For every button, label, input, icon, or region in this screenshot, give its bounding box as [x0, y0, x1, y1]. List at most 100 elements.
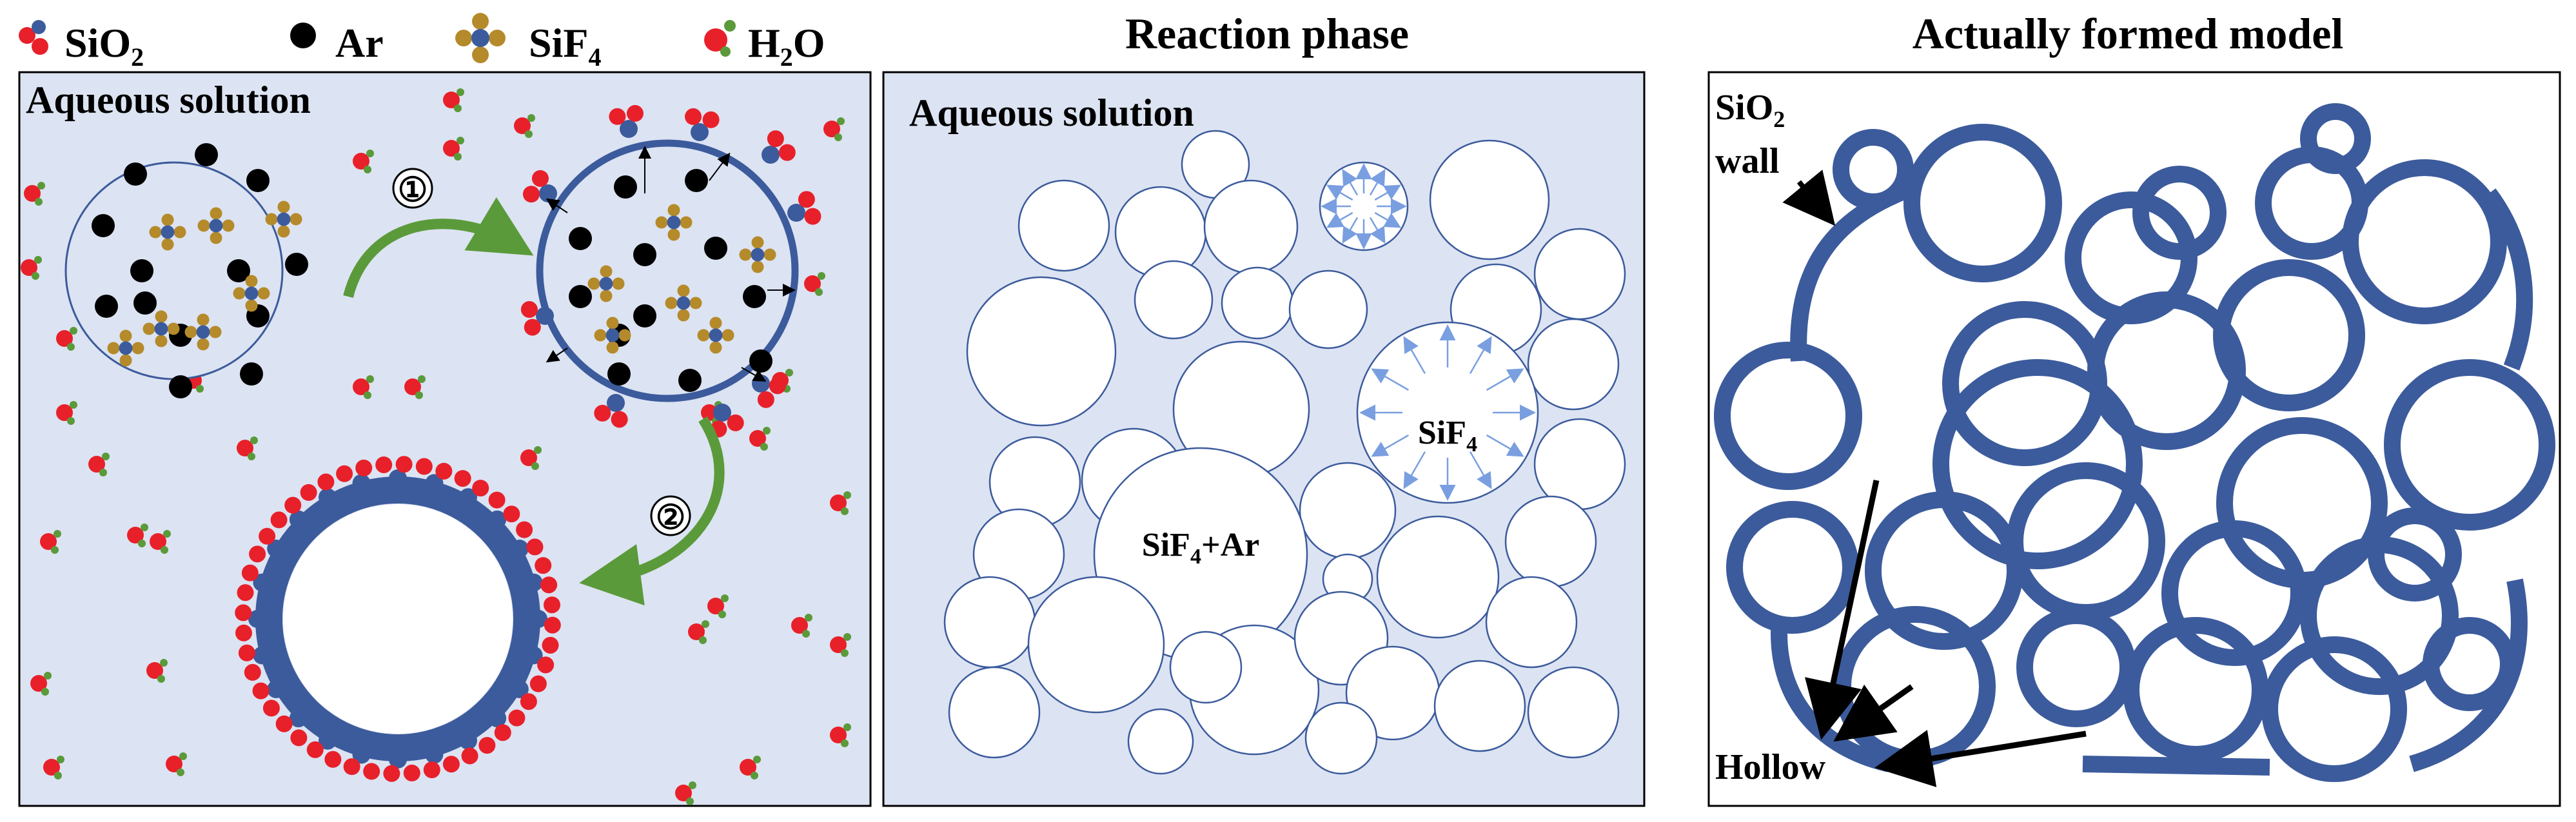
oxygen-dot	[494, 724, 511, 741]
step-arrow-2	[579, 416, 725, 606]
water-molecule	[127, 524, 148, 547]
gas-bubble	[1221, 266, 1294, 340]
oxygen-dot	[403, 765, 420, 782]
oxygen-dot	[270, 511, 288, 529]
sio2-stud	[248, 610, 266, 628]
oxygen-dot	[415, 458, 433, 475]
water-molecule	[166, 752, 187, 776]
water-molecule	[88, 453, 110, 476]
oxygen-dot	[235, 624, 252, 641]
ar-atom	[133, 291, 157, 315]
bubble-sif4-ar-label: SiF4+Ar	[1142, 527, 1259, 569]
step-1-label: ①	[398, 172, 428, 209]
pressure-arrow	[741, 367, 767, 382]
gas-bubble	[1533, 228, 1626, 320]
gas-bubble	[1433, 660, 1526, 752]
ar-atom	[633, 243, 656, 266]
oxygen-dot	[442, 756, 460, 773]
oxygen-dot	[488, 491, 506, 509]
legend: SiO2 Ar SiF4 H2O	[19, 13, 825, 72]
water-molecule	[514, 114, 535, 138]
oxygen-dot	[395, 456, 413, 473]
oxygen-dot	[324, 750, 342, 768]
sio2-molecule	[609, 104, 644, 138]
sif4-molecule	[143, 310, 180, 347]
gas-bubble	[1027, 576, 1165, 714]
gas-bubble-initial-contents	[92, 143, 308, 398]
sif4-molecule	[594, 317, 631, 354]
oxygen-dot	[317, 473, 335, 491]
water-molecules	[21, 88, 851, 805]
pressure-arrow	[709, 152, 731, 181]
water-molecule	[791, 614, 812, 638]
sio2-molecule	[685, 108, 720, 141]
expansion-arrow	[1374, 211, 1402, 228]
ar-atom	[614, 175, 637, 199]
sio2-molecule-icon	[19, 20, 48, 55]
silica-wall-cell	[1726, 501, 1859, 634]
oxygen-dot	[375, 456, 393, 473]
gas-bubble	[1319, 161, 1409, 251]
oxygen-dot	[275, 715, 293, 732]
water-molecule	[43, 756, 64, 779]
legend-sif4-label: SiF4	[529, 20, 601, 72]
silica-wall-cell	[2368, 507, 2462, 602]
ar-atom	[195, 143, 218, 166]
wall-label-line2: wall	[1715, 141, 1780, 181]
panel-reaction-label: Aqueous solution	[909, 92, 1194, 134]
sio2-stud	[389, 469, 407, 487]
sif4-molecule	[184, 313, 222, 351]
ar-atom	[169, 375, 192, 398]
water-molecule	[830, 491, 851, 515]
water-molecule	[30, 672, 52, 696]
ar-atom	[95, 295, 118, 318]
water-molecule	[740, 756, 761, 779]
gas-bubble	[1169, 631, 1243, 704]
water-molecule	[675, 781, 696, 805]
expansion-arrow	[1342, 168, 1359, 196]
expansion-arrow	[1403, 336, 1426, 375]
expansion-arrow	[1326, 184, 1353, 201]
water-molecule	[520, 446, 542, 470]
silica-wall-cell	[2161, 520, 2307, 666]
sif4-molecule	[149, 213, 186, 251]
hollow-pointer-arrow-3	[1874, 730, 2087, 787]
oxygen-dot	[244, 663, 261, 681]
pressure-arrow	[546, 347, 568, 363]
step-arrow-1	[343, 197, 534, 298]
expansion-arrows-top	[1321, 163, 1407, 250]
oxygen-dot	[300, 484, 317, 501]
oxygen-dot	[508, 709, 526, 727]
panel-reaction: Reaction phase Aqueous solution SiF4 SiF…	[882, 9, 1646, 807]
oxygen-dot	[454, 470, 471, 487]
expansion-arrow	[1371, 368, 1410, 391]
sif4-molecule	[265, 201, 302, 238]
ar-atom	[607, 362, 631, 386]
sio2-stud	[352, 745, 371, 764]
expansion-arrow	[1326, 211, 1353, 228]
sif4-molecule	[107, 329, 144, 367]
water-molecule	[146, 659, 168, 683]
gas-bubble	[1504, 495, 1597, 588]
oxygen-dot	[503, 505, 520, 523]
oxygen-dot	[237, 584, 254, 602]
gas-bubble	[1203, 179, 1299, 275]
water-molecule	[24, 182, 45, 206]
sio2-stud	[289, 510, 308, 529]
sio2-stud	[510, 680, 529, 698]
sio2-stud	[352, 474, 371, 493]
bubble-foam	[943, 130, 1626, 775]
sio2-stud	[510, 540, 529, 558]
water-molecule	[830, 723, 851, 747]
expansion-arrow	[1342, 217, 1359, 244]
sio2-stud	[529, 610, 547, 628]
oxygen-dot	[544, 616, 561, 634]
h2o-molecule-icon	[704, 20, 736, 57]
water-molecule	[40, 530, 61, 554]
sif4-molecule	[655, 204, 693, 241]
gas-bubble	[1485, 576, 1578, 669]
silica-wall-outline	[1771, 179, 2533, 776]
ar-atom	[240, 362, 263, 386]
sio2-stud	[389, 750, 407, 768]
water-molecule	[823, 117, 845, 141]
